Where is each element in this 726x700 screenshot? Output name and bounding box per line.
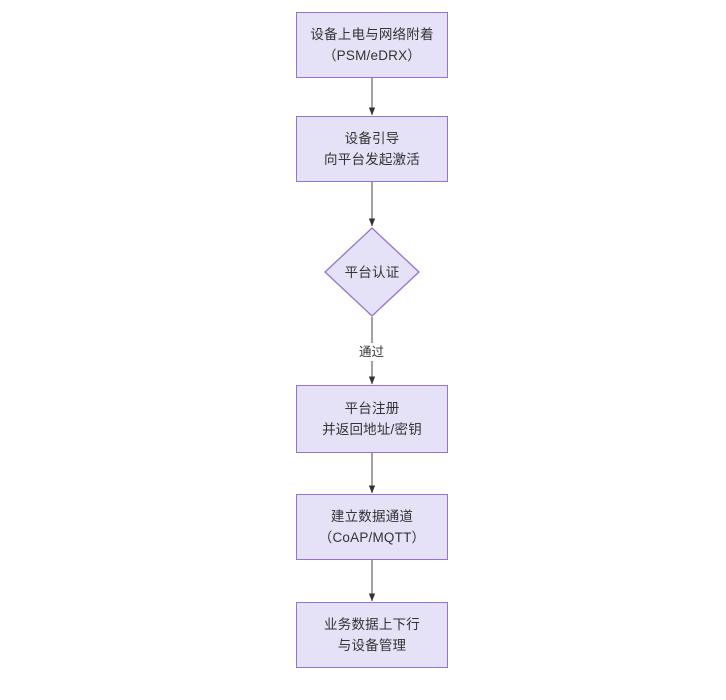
node-power-on-line-1: 设备上电与网络附着: [310, 27, 434, 42]
node-platform-auth[interactable]: 平台认证: [324, 227, 420, 317]
edge-label-pass: 通过: [356, 343, 388, 361]
node-power-on[interactable]: 设备上电与网络附着 （PSM/eDRX）: [296, 12, 448, 78]
node-data-channel[interactable]: 建立数据通道 （CoAP/MQTT）: [296, 494, 448, 560]
node-platform-register-line-1: 平台注册: [344, 401, 400, 416]
node-platform-register-line-2: 并返回地址/密钥: [322, 422, 422, 437]
node-power-on-line-2: （PSM/eDRX）: [322, 48, 422, 63]
node-service-data[interactable]: 业务数据上下行 与设备管理: [296, 602, 448, 668]
node-service-data-line-2: 与设备管理: [337, 638, 407, 653]
node-bootstrap-line-2: 向平台发起激活: [324, 152, 420, 167]
node-data-channel-line-1: 建立数据通道: [330, 509, 414, 524]
node-data-channel-line-2: （CoAP/MQTT）: [318, 530, 426, 545]
node-service-data-line-1: 业务数据上下行: [324, 617, 420, 632]
node-platform-register[interactable]: 平台注册 并返回地址/密钥: [296, 385, 448, 453]
node-bootstrap-line-1: 设备引导: [344, 131, 400, 146]
node-bootstrap[interactable]: 设备引导 向平台发起激活: [296, 116, 448, 182]
diamond-shape-icon: [324, 227, 420, 317]
node-platform-auth-label: 平台认证: [344, 264, 400, 280]
